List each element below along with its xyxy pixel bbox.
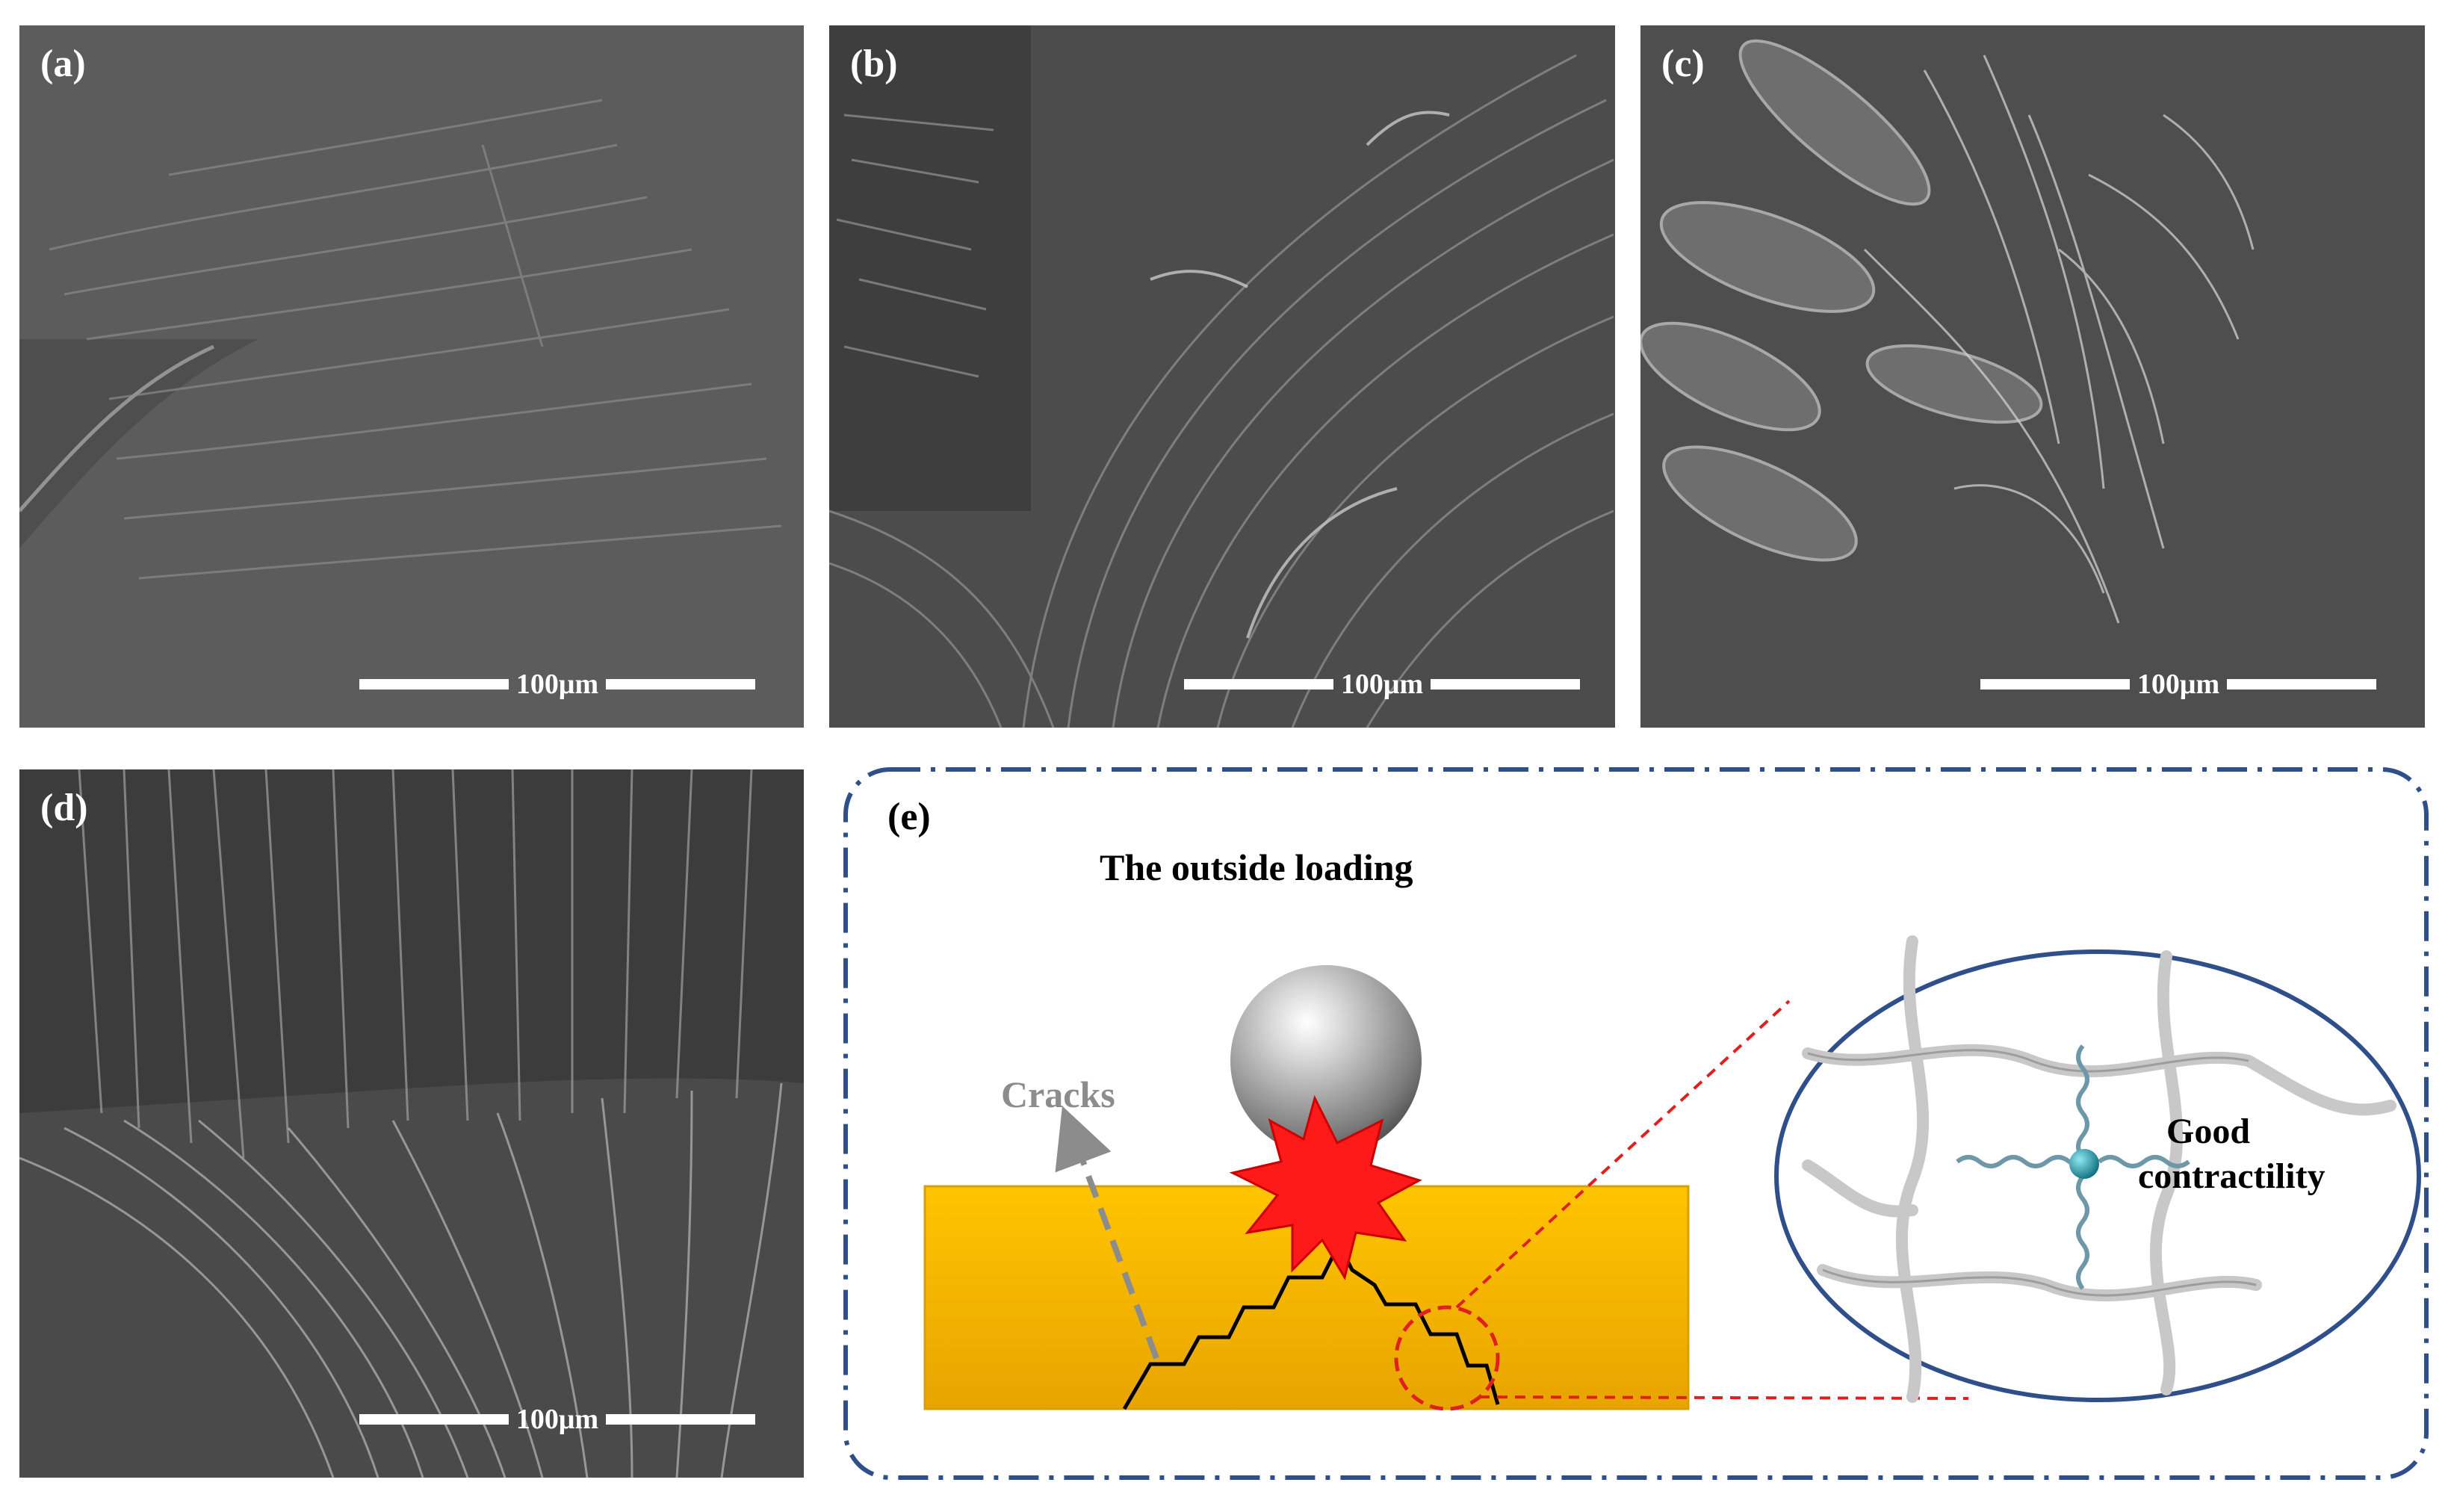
scale-bar-line xyxy=(1184,679,1333,690)
scale-bar-text: 100μm xyxy=(2137,669,2220,700)
zoom-label-line2: contractility xyxy=(2138,1156,2325,1196)
cracks-label: Cracks xyxy=(1001,1073,1115,1115)
zoom-line-bottom xyxy=(1478,1395,1969,1400)
scale-bar-line xyxy=(359,679,509,690)
scale-bar-a: 100μm xyxy=(359,662,756,707)
scale-bar-line xyxy=(1431,679,1581,690)
scale-bar-c: 100μm xyxy=(1980,662,2377,707)
sem-texture-d xyxy=(19,769,804,1478)
scale-bar-line xyxy=(606,1414,756,1425)
zoom-line-top xyxy=(1455,1000,1791,1309)
scale-bar-line xyxy=(1980,679,2130,690)
impact-starburst xyxy=(1229,1094,1422,1280)
scale-bar-b: 100μm xyxy=(1184,662,1581,707)
scale-bar-line xyxy=(2227,679,2377,690)
panel-e-label: (e) xyxy=(887,796,931,838)
panel-d-label: (d) xyxy=(40,787,88,829)
sem-panel-c: (c) 100μm xyxy=(1640,25,2425,728)
scale-bar-line xyxy=(606,679,756,690)
impact-sphere xyxy=(1230,965,1422,1156)
sem-panel-a: (a) 100μm xyxy=(19,25,804,728)
sem-panel-d: (d) 100μm xyxy=(19,769,804,1478)
crosslink-atom xyxy=(2069,1149,2099,1179)
panel-e-frame xyxy=(843,767,2429,1480)
zoom-label-line1: Good xyxy=(2166,1112,2250,1151)
scale-bar-text: 100μm xyxy=(515,1404,599,1435)
scale-bar-line xyxy=(359,1414,509,1425)
panel-b-label: (b) xyxy=(850,43,898,85)
panel-c-label: (c) xyxy=(1661,43,1705,85)
sem-texture-c xyxy=(1640,25,2425,728)
scale-bar-text: 100μm xyxy=(515,669,599,700)
sem-texture-b xyxy=(829,25,1615,728)
sem-texture-a xyxy=(19,25,804,728)
cracks-arrow xyxy=(1055,1106,1159,1360)
scale-bar-text: 100μm xyxy=(1340,669,1424,700)
polymer-chains xyxy=(1956,1044,2190,1290)
zoom-source-circle xyxy=(1394,1305,1500,1411)
sem-panel-b: (b) 100μm xyxy=(829,25,1615,728)
panel-a-label: (a) xyxy=(40,43,86,85)
loading-title: The outside loading xyxy=(1100,846,1413,888)
scale-bar-d: 100μm xyxy=(359,1397,756,1442)
